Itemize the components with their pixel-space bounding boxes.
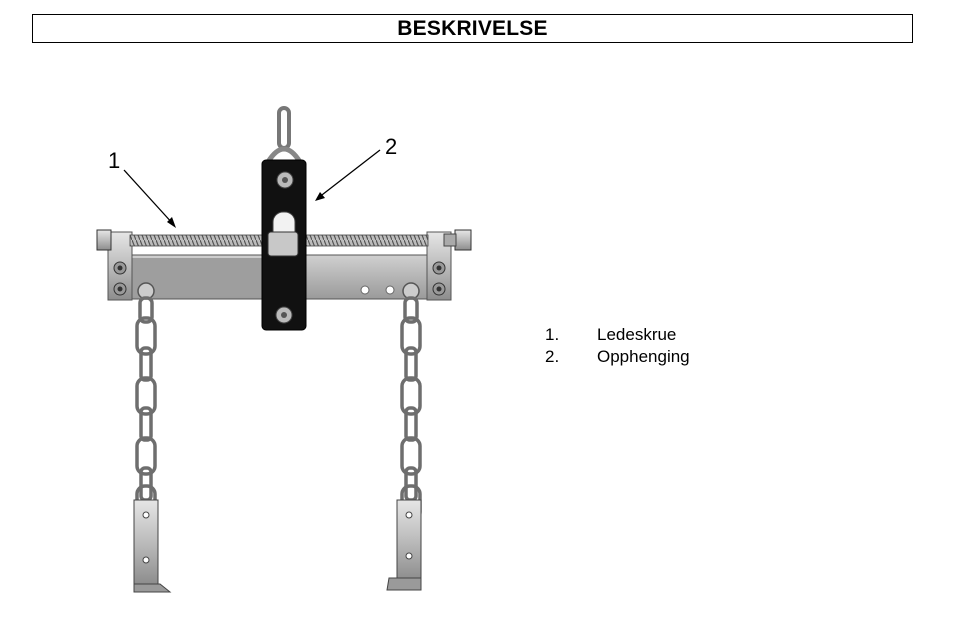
suspension-carriage (261, 159, 307, 331)
legend-item-text: Ledeskrue (597, 325, 677, 344)
legend-item: 2. Opphenging (545, 346, 690, 368)
right-chain (400, 282, 422, 522)
left-chain (135, 282, 157, 522)
legend-item-number: 1. (545, 325, 560, 344)
legend-item-text: Opphenging (597, 347, 690, 366)
left-bracket (107, 231, 133, 301)
page-title: BESKRIVELSE (397, 16, 548, 40)
parts-legend: 1. Ledeskrue 2. Opphenging (545, 324, 690, 368)
legend-item: 1. Ledeskrue (545, 324, 690, 346)
callout-arrow-2 (315, 149, 381, 201)
page-title-box: BESKRIVELSE (32, 14, 913, 43)
right-hook-plate (386, 499, 422, 591)
legend-item-number: 2. (545, 347, 560, 366)
left-hook-plate (133, 499, 172, 593)
top-ring (265, 106, 303, 164)
callout-label-2: 2 (385, 134, 397, 159)
callout-label-1: 1 (108, 148, 120, 173)
callout-arrow-1 (123, 169, 176, 228)
